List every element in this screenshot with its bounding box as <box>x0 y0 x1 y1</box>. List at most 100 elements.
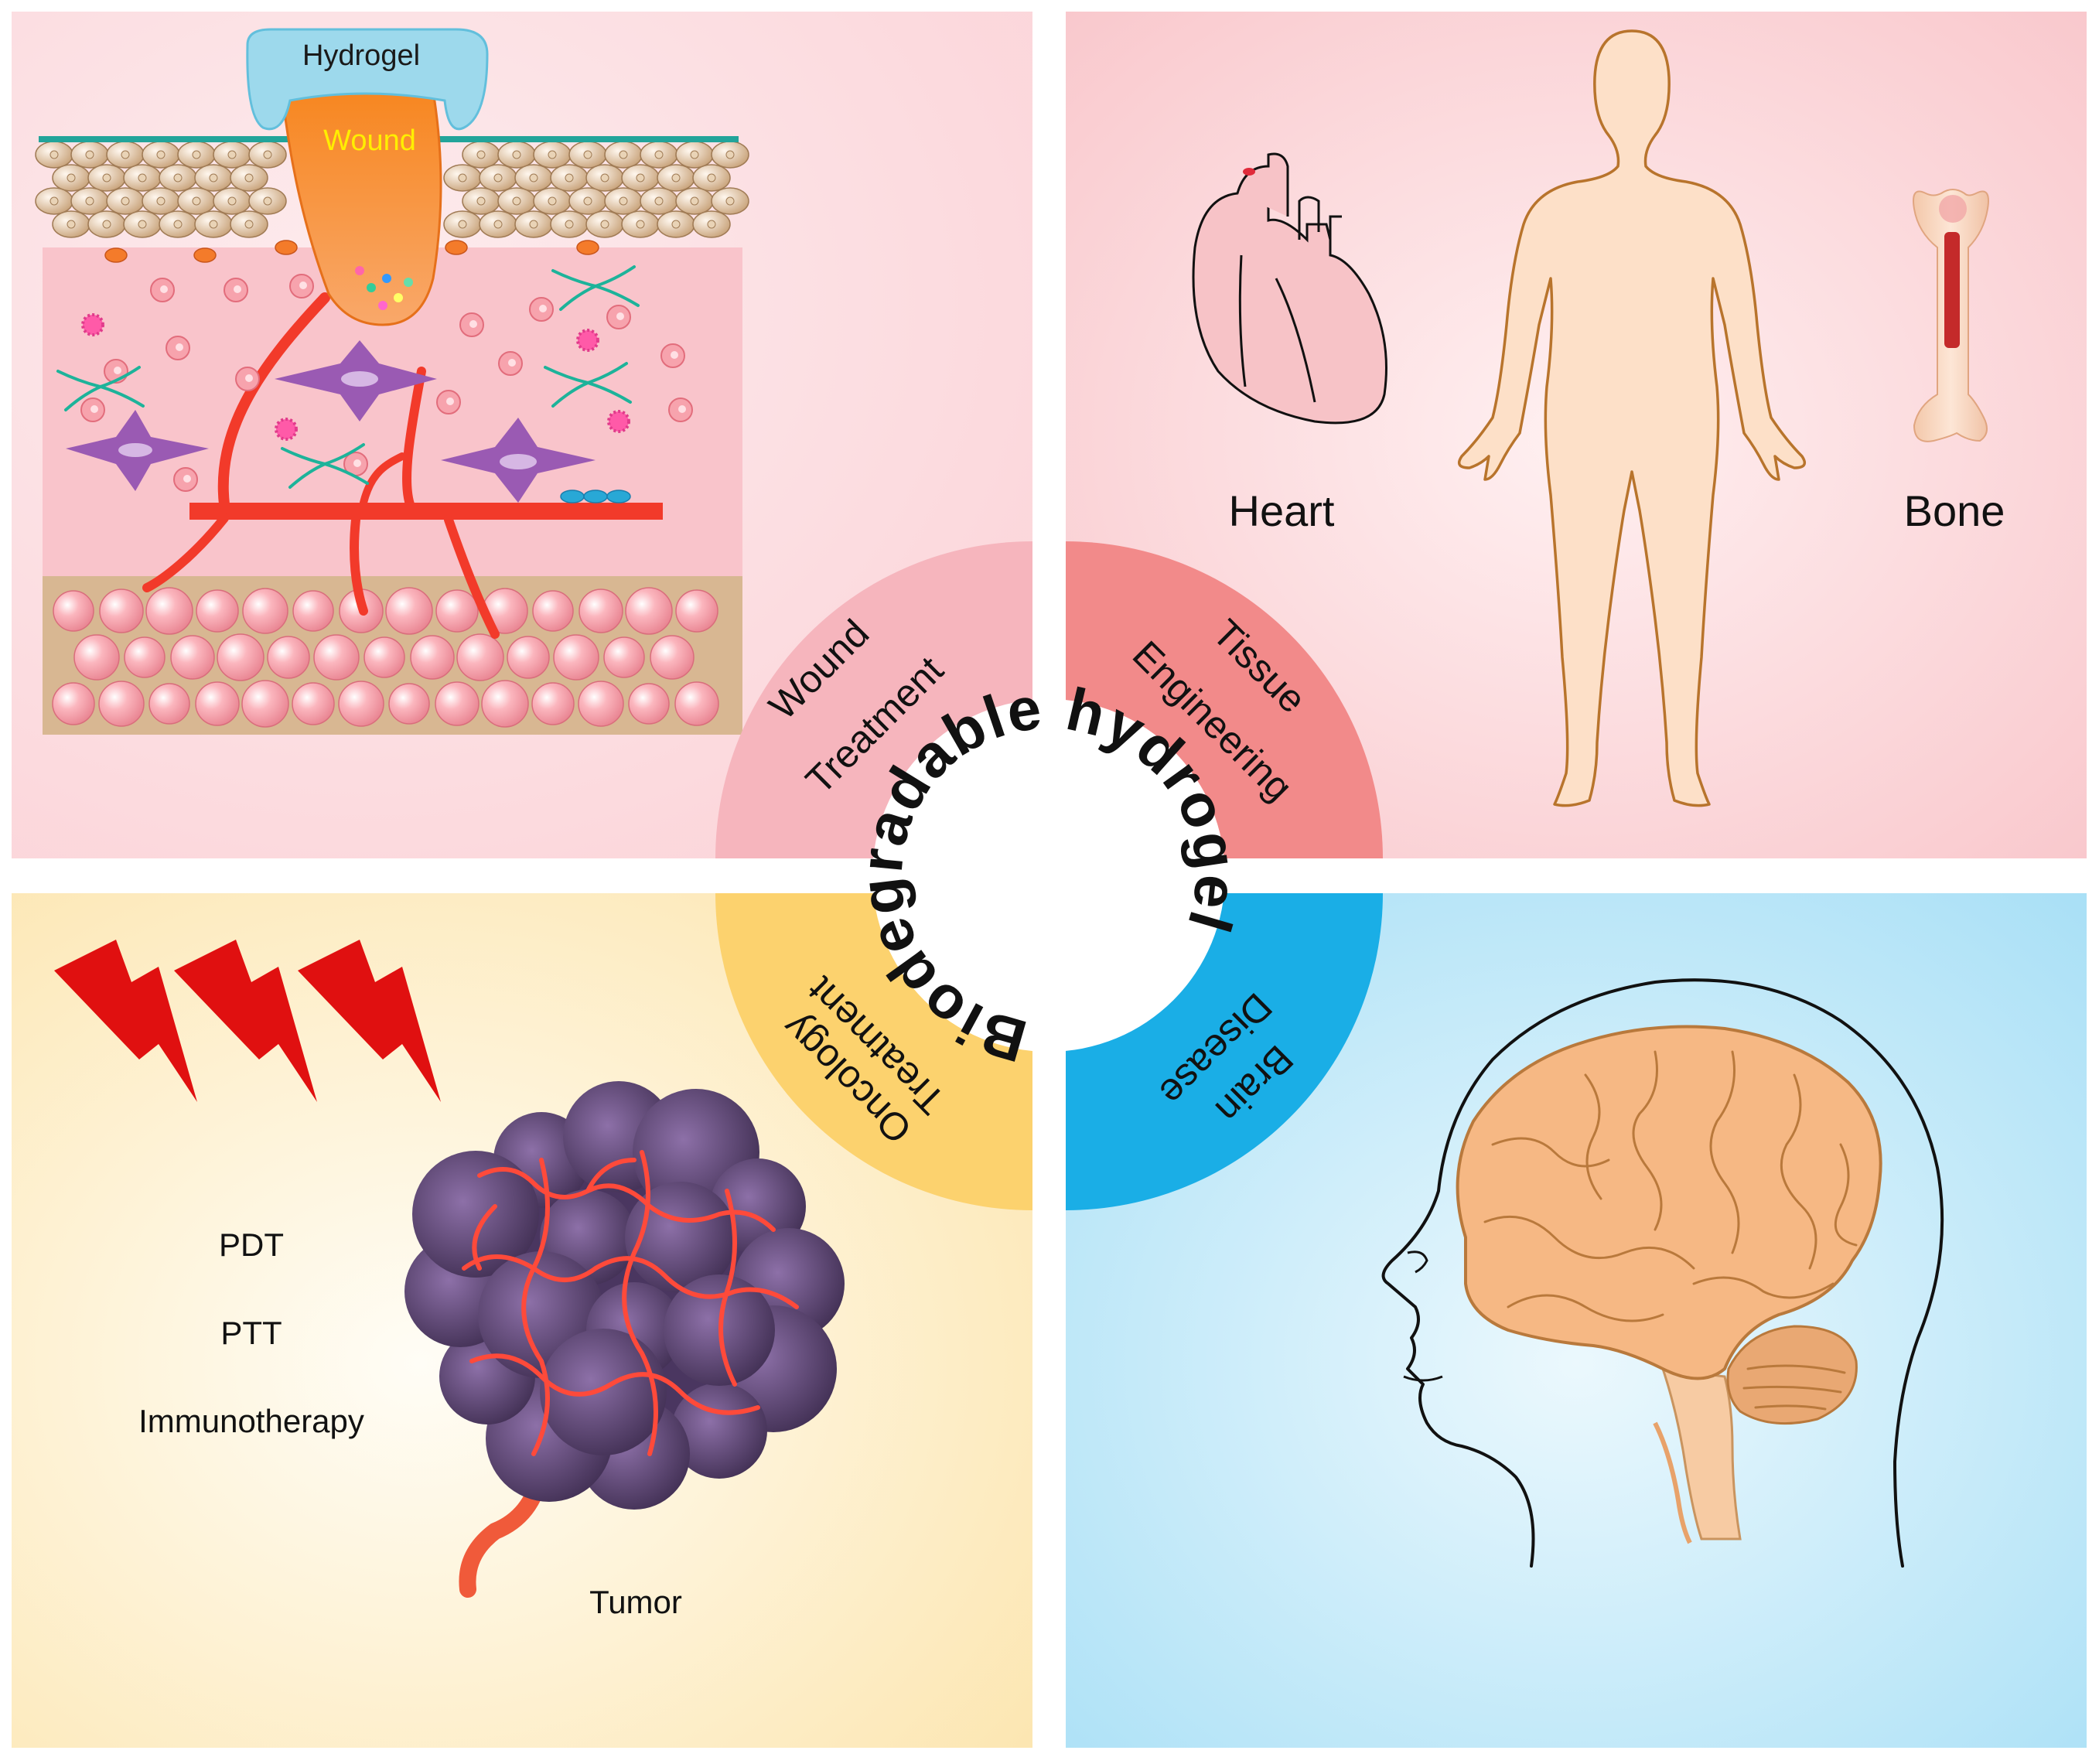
fat-cell <box>73 634 120 681</box>
collagen-fiber <box>594 265 636 288</box>
particle <box>394 293 403 302</box>
cell-nucleus <box>90 405 98 413</box>
fat-cell <box>531 682 575 725</box>
aorta <box>1236 152 1289 217</box>
cell-nucleus <box>85 150 94 159</box>
tumor-vessel <box>477 1167 776 1232</box>
cell-nucleus <box>725 150 735 159</box>
cerebellum <box>1726 1325 1858 1425</box>
cell-nucleus <box>49 196 59 206</box>
center-hole-inner <box>877 704 1220 1047</box>
fat-cell <box>338 681 384 727</box>
fat-cell <box>148 683 190 725</box>
spinal-cord-detail <box>1653 1421 1692 1544</box>
bone-marrow <box>1944 232 1960 348</box>
melanocyte <box>576 240 599 255</box>
collagen-fiber <box>594 285 640 307</box>
fibroblast-cells <box>66 340 596 503</box>
cell-nucleus <box>654 150 664 159</box>
cell-nucleus <box>619 150 628 159</box>
collagen-fiber <box>323 462 369 485</box>
fat-cell <box>388 683 430 725</box>
therapy-immunotherapy: Immunotherapy <box>138 1403 364 1439</box>
fat-cell <box>578 681 624 727</box>
fat-cell <box>313 634 360 681</box>
particle <box>378 301 387 310</box>
brain-fold <box>1692 1276 1834 1299</box>
cell-nucleus <box>67 220 76 229</box>
brain-fold <box>1709 1050 1740 1254</box>
cell-nucleus <box>636 220 645 229</box>
cerebrum <box>1456 1025 1882 1380</box>
melanocyte <box>193 247 217 263</box>
mast-cell <box>607 410 630 433</box>
heart-illustration: Heart <box>1192 152 1387 535</box>
fat-cell <box>481 680 529 728</box>
cell-nucleus <box>102 220 111 229</box>
lightning-icon <box>174 940 317 1102</box>
cell-nucleus <box>493 173 503 183</box>
fat-cell <box>674 681 719 726</box>
brain-fold <box>1632 1050 1663 1231</box>
cell-nucleus <box>192 196 201 206</box>
vessel-branch <box>142 514 229 592</box>
fat-cell <box>675 589 718 633</box>
brain-fold <box>1483 1215 1695 1270</box>
cell-nucleus <box>67 173 76 183</box>
fat-cell <box>267 636 310 679</box>
cell-nucleus <box>353 459 361 467</box>
brain-fold <box>1584 1073 1602 1200</box>
lightning-icon <box>54 940 197 1102</box>
fat-cell <box>98 681 145 727</box>
cell-nucleus <box>671 351 678 359</box>
particle <box>404 278 413 287</box>
fat-cell <box>435 589 479 633</box>
collagen-fiber <box>551 381 589 408</box>
brain-fold <box>1780 1073 1817 1270</box>
fat-cell <box>579 589 623 633</box>
brain-folds <box>1483 1050 1858 1411</box>
brain-fold <box>1491 1137 1610 1168</box>
cell-nucleus <box>671 220 681 229</box>
cell-nucleus <box>600 173 609 183</box>
cell-nucleus <box>244 220 254 229</box>
collagen-fiber <box>544 366 589 384</box>
collagen-fiber <box>64 385 102 411</box>
mast-cell <box>81 313 104 336</box>
cell-nucleus <box>636 173 645 183</box>
cell-nucleus <box>654 196 664 206</box>
cell-nucleus <box>160 285 168 293</box>
fat-cell <box>124 636 166 678</box>
melanocyte <box>445 240 468 255</box>
particle <box>382 274 391 283</box>
therapy-ptt: PTT <box>220 1315 282 1351</box>
cell-nucleus <box>565 173 574 183</box>
blood-cell <box>606 490 631 503</box>
cell-nucleus <box>263 150 272 159</box>
fat-cell <box>532 590 574 632</box>
cell-nucleus <box>725 196 735 206</box>
cell-nucleus <box>690 150 699 159</box>
brain-fold <box>1834 1143 1858 1247</box>
fat-cell <box>52 682 95 725</box>
tumor-vessel <box>718 1189 737 1387</box>
heart-vessel-opening <box>1243 168 1255 176</box>
heart-artery <box>1298 196 1342 240</box>
cell-nucleus <box>671 173 681 183</box>
fat-cell <box>217 633 265 681</box>
collagen-fiber <box>559 285 597 311</box>
vessel-branch <box>444 515 500 639</box>
cell-nucleus <box>138 173 147 183</box>
melanocyte <box>104 247 128 263</box>
collagen-fiber <box>56 370 102 388</box>
fat-cell <box>553 634 599 681</box>
cell-nucleus <box>512 196 521 206</box>
cell-nucleus <box>616 312 624 320</box>
cell-nucleus <box>138 220 147 229</box>
cell-nucleus <box>156 196 166 206</box>
cell-nucleus <box>192 150 201 159</box>
cell-nucleus <box>539 305 547 312</box>
bone-label: Bone <box>1904 486 2005 535</box>
fibroblast-nucleus <box>118 443 152 457</box>
head-outline <box>1381 978 1944 1568</box>
